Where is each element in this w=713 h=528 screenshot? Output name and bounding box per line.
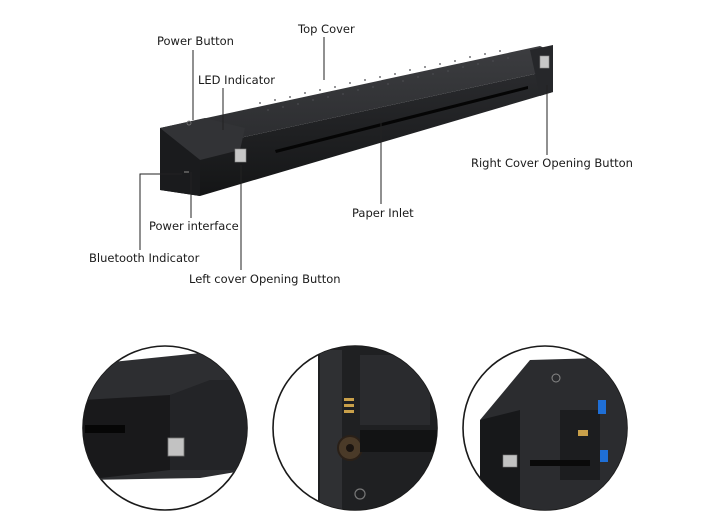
detail-view-opened-cover — [462, 345, 628, 511]
left-cover-button-label: Left cover Opening Button — [189, 272, 341, 286]
power-button-icon — [186, 120, 192, 126]
paper-inlet-slot — [275, 86, 528, 153]
led-indicator-label: LED Indicator — [198, 73, 276, 87]
left-cover-button — [234, 148, 247, 163]
right-cover-button — [539, 55, 550, 69]
detail-view-left-end — [82, 345, 248, 511]
power-port-icon — [184, 171, 189, 173]
paper-inlet-label: Paper Inlet — [352, 206, 414, 220]
printer-body — [160, 45, 553, 196]
right-cover-button-label: Right Cover Opening Button — [471, 156, 633, 170]
top-cover-label: Top Cover — [298, 22, 355, 36]
top-cover-texture — [259, 50, 509, 111]
power-interface-label: Power interface — [149, 219, 239, 233]
bluetooth-indicator-label: Bluetooth Indicator — [89, 251, 200, 265]
detail-view-internal-gear — [272, 345, 438, 511]
power-button-label: Power Button — [157, 34, 234, 48]
leader-lines — [139, 37, 548, 270]
